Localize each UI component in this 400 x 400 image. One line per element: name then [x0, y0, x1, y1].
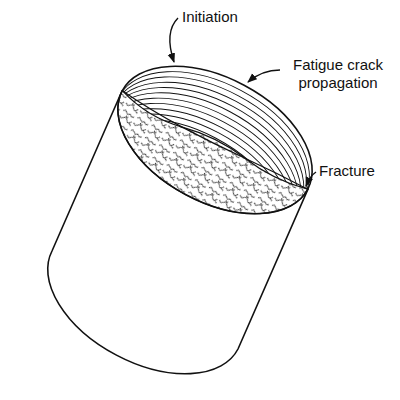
leader-line	[170, 18, 178, 62]
callout-label: Initiation	[182, 8, 238, 26]
callout-label: Fatigue crack propagation	[282, 56, 394, 92]
leader-line	[248, 70, 280, 82]
beach-marks	[65, 41, 334, 297]
fracture-zone	[93, 90, 308, 244]
leader-line	[306, 172, 316, 186]
callout-label: Fracture	[319, 162, 375, 180]
